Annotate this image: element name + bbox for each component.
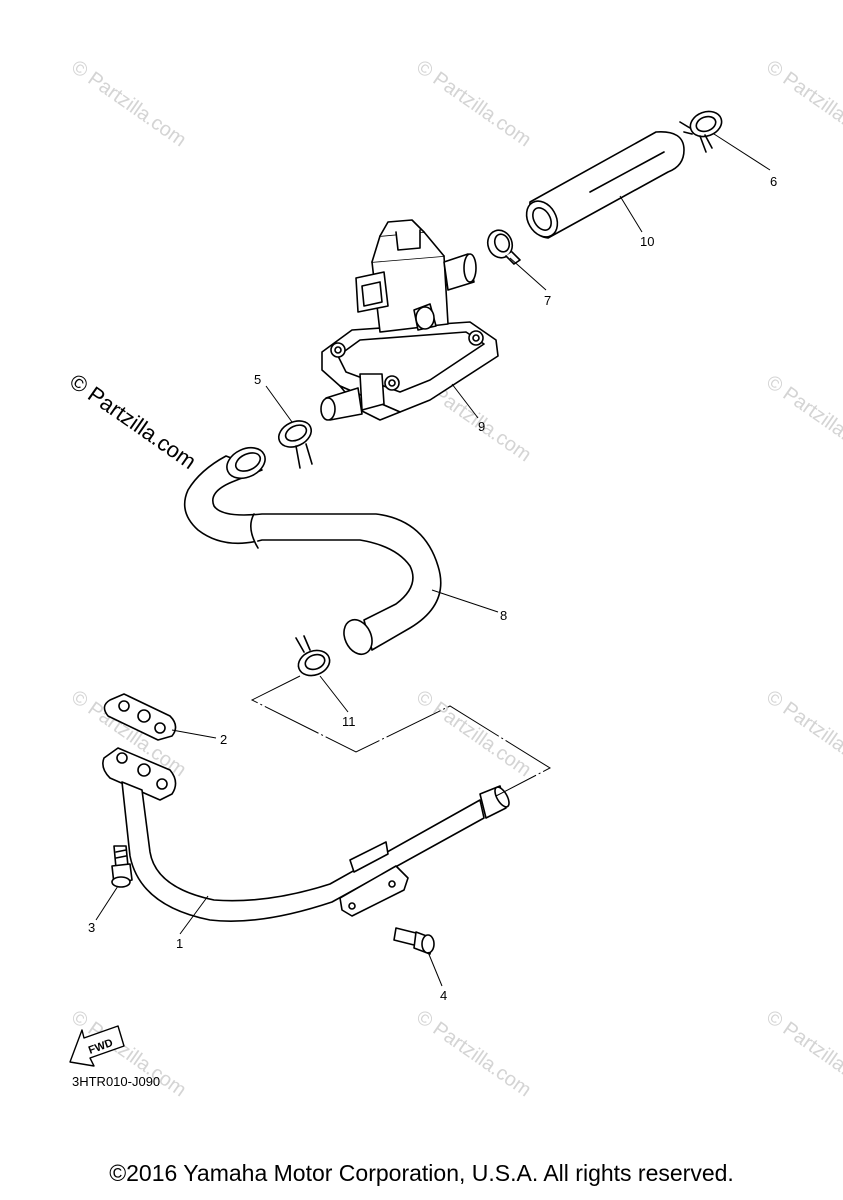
leader-line <box>431 589 499 613</box>
part-9-valve <box>320 219 499 421</box>
leader-line <box>713 133 771 171</box>
callouts: 1 2 3 4 5 6 7 8 9 10 11 <box>88 174 777 1003</box>
callout-3: 3 <box>88 920 95 935</box>
callout-7: 7 <box>544 293 551 308</box>
part-11-clamp <box>295 635 331 677</box>
part-10-hose <box>525 131 685 239</box>
watermark-featured: © Partzilla.com <box>65 369 201 475</box>
callout-9: 9 <box>478 419 485 434</box>
watermark: © Partzilla.com <box>762 1006 843 1101</box>
part-2-gasket <box>103 693 177 741</box>
watermark: © Partzilla.com <box>412 1006 535 1101</box>
reference-line <box>250 675 552 797</box>
leader-line <box>171 729 217 739</box>
part-1-pipe <box>102 747 510 922</box>
callout-11: 11 <box>342 714 356 729</box>
watermark: © Partzilla.com <box>762 686 843 781</box>
leader-lines <box>95 133 771 987</box>
diagram-code: 3HTR010-J090 <box>72 1074 160 1089</box>
copyright-notice: ©2016 Yamaha Motor Corporation, U.S.A. A… <box>109 1160 734 1186</box>
leader-line <box>509 257 547 291</box>
part-7-clamp <box>486 229 521 265</box>
watermark: © Partzilla.com <box>412 56 535 151</box>
leader-line <box>619 195 643 233</box>
fwd-arrow-icon: FWD <box>69 1025 125 1067</box>
callout-10: 10 <box>640 234 654 249</box>
part-3-bolt <box>111 845 133 888</box>
callout-2: 2 <box>220 732 227 747</box>
leader-line <box>95 885 119 921</box>
callout-6: 6 <box>770 174 777 189</box>
watermark: © Partzilla.com <box>412 686 535 781</box>
watermark: © Partzilla.com <box>762 56 843 151</box>
watermark: © Partzilla.com <box>762 371 843 466</box>
leader-line <box>265 385 293 423</box>
part-5-clamp <box>277 420 313 469</box>
part-8-hose <box>183 446 442 656</box>
callout-1: 1 <box>176 936 183 951</box>
part-6-clamp <box>679 110 723 153</box>
watermark: © Partzilla.com <box>67 56 190 151</box>
leader-line <box>179 895 209 935</box>
callout-8: 8 <box>500 608 507 623</box>
leader-line <box>319 675 349 713</box>
callout-4: 4 <box>440 988 447 1003</box>
leader-line <box>451 383 479 419</box>
part-4-bolt <box>393 927 435 955</box>
callout-5: 5 <box>254 372 261 387</box>
leader-line <box>427 951 443 987</box>
